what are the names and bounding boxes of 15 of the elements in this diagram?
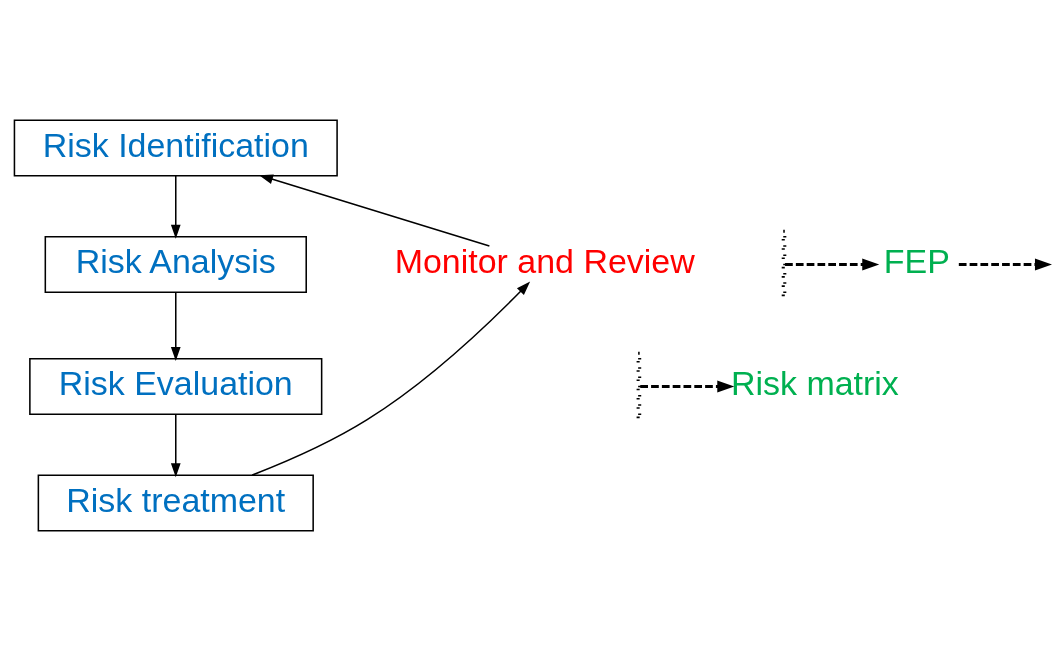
node-text: FEP <box>883 241 950 280</box>
arrow <box>170 413 181 477</box>
arrow <box>170 291 181 361</box>
node-box: Risk Analysis <box>44 235 307 293</box>
arrow <box>170 174 181 239</box>
arrow <box>259 174 491 247</box>
node-text: Monitor and Review <box>394 241 695 280</box>
arrow <box>640 380 735 392</box>
node-box: Risk Identification <box>13 118 338 176</box>
node-box: Risk treatment <box>37 474 314 532</box>
node-text: Risk matrix <box>730 363 899 402</box>
arrow <box>958 258 1052 270</box>
node-box: Risk Evaluation <box>29 357 323 415</box>
arrow <box>251 281 531 476</box>
arrow <box>785 258 880 270</box>
